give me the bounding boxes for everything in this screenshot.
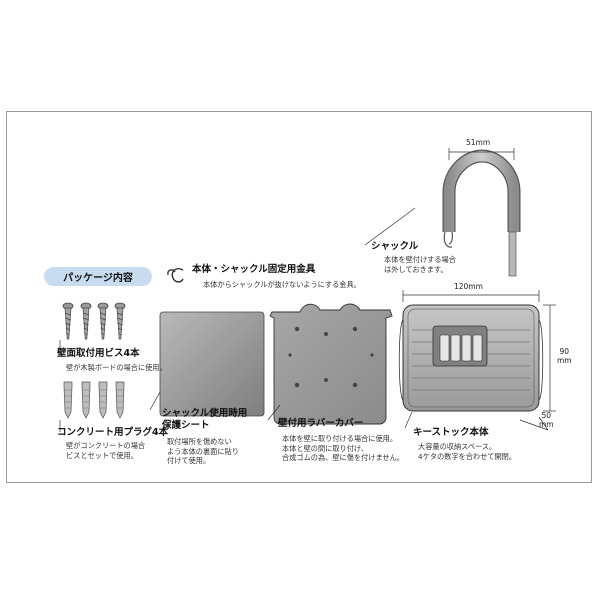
sheet-label: シャックル使用時用 保護シート (162, 408, 247, 433)
shackle-desc: 本体を壁付けする場合 は外しておきます。 (384, 255, 456, 274)
plug-icon (81, 381, 91, 419)
body-height-value: 90 (559, 347, 570, 356)
cover-desc-line: 本体と壁の間に取り付け、 (282, 443, 368, 453)
plug-icon (115, 381, 125, 419)
body-width-dim: 120mm (454, 282, 483, 291)
keystock-desc-line: 4ケタの数字を合わせて開閉。 (418, 451, 517, 461)
plugs-desc: 壁がコンクリートの場合 ビスとセットで使用。 (66, 441, 145, 460)
cover-desc: 本体を壁に取り付ける場合に使用。 本体と壁の間に取り付け、 合成ゴムの為、壁に傷… (282, 434, 404, 463)
stopper-clip-icon (167, 268, 184, 283)
cover-label: 壁付用ラバーカバー (278, 418, 364, 429)
leader-lines (59, 207, 416, 432)
package-contents-badge: パッケージ内容 (44, 267, 152, 286)
body-depth-dim: 50 mm (539, 411, 554, 430)
shackle-desc-line: 本体を壁付けする場合 (384, 255, 456, 264)
shackle-width-dim: 51mm (466, 138, 491, 147)
protective-sheet-icon (159, 311, 265, 417)
plugs-label: コンクリート用プラグ4本 (57, 427, 169, 438)
stopper-desc: 本体からシャックルが抜けないようにする金具。 (203, 280, 361, 289)
body-height-unit: mm (557, 356, 572, 366)
screws-label: 壁面取付用ビス4本 (57, 348, 140, 359)
stopper-label: 本体・シャックル固定用金具 (192, 264, 316, 275)
plug-icon (63, 381, 73, 419)
sheet-desc-line: 付けて使用。 (167, 456, 211, 466)
cover-desc-line: 合成ゴムの為、壁に傷を付けません。 (282, 453, 404, 463)
screw-icon (114, 302, 126, 340)
plugs-desc-line: 壁がコンクリートの場合 (66, 441, 146, 450)
screw-icons (62, 302, 126, 340)
sheet-desc: 取付場所を傷めない よう本体の裏面に貼り 付けて使用。 (167, 437, 239, 466)
screw-icon (62, 302, 74, 340)
keystock-desc: 大容量の収納スペース。 4ケタの数字を合わせて開閉。 (418, 442, 516, 461)
rubber-cover-icon (269, 303, 393, 425)
plugs-desc-line: ビスとセットで使用。 (66, 450, 138, 460)
body-depth-value: 50 (541, 411, 552, 420)
body-depth-unit: mm (539, 420, 554, 430)
keystock-label: キーストック本体 (413, 427, 489, 438)
shackle-icon (442, 149, 521, 277)
key-stock-body-icon (398, 304, 544, 412)
sheet-label-line: 保護シート (162, 420, 210, 432)
package-contents-title: パッケージ内容 (63, 273, 133, 284)
screw-icon (80, 302, 92, 340)
shackle-desc-line: は外しておきます。 (384, 264, 448, 274)
plug-icons (63, 381, 125, 419)
sheet-desc-line: よう本体の裏面に貼り (167, 446, 239, 456)
shackle-label: シャックル (371, 241, 419, 252)
dimension-lines (402, 148, 556, 431)
plug-icon (98, 381, 108, 419)
screw-icon (97, 302, 109, 340)
body-height-dim: 90 mm (557, 347, 572, 366)
sheet-desc-line: 取付場所を傷めない (167, 437, 232, 446)
keystock-desc-line: 大容量の収納スペース。 (418, 442, 497, 451)
sheet-label-line: シャックル使用時用 (162, 408, 248, 419)
cover-desc-line: 本体を壁に取り付ける場合に使用。 (282, 434, 398, 443)
screws-desc: 壁が木製ボードの場合に使用。 (66, 363, 167, 372)
